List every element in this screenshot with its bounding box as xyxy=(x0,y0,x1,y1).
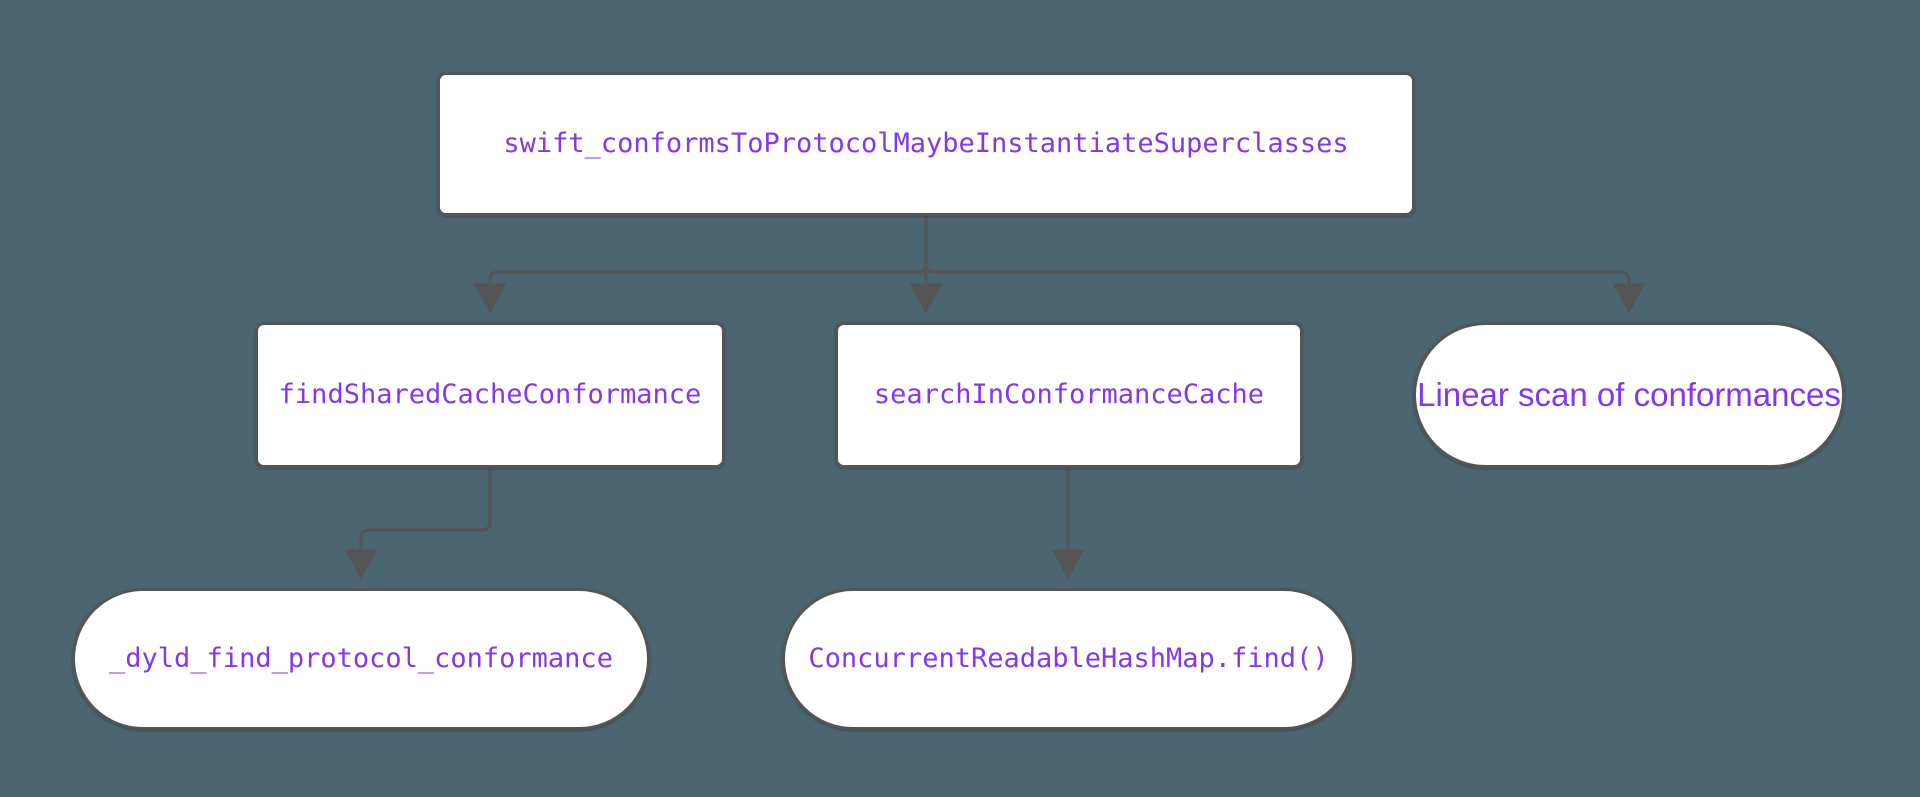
node-label: searchInConformanceCache xyxy=(873,379,1265,411)
node-label: findSharedCacheConformance xyxy=(278,379,702,411)
node-linear-scan-of-conformances[interactable]: Linear scan of conformances xyxy=(1413,322,1845,468)
node-dyld-find-protocol-conformance[interactable]: _dyld_find_protocol_conformance xyxy=(72,588,650,730)
edge-top-to-find-shared-cache xyxy=(473,216,928,314)
edge-find-shared-cache-to-dyld-find xyxy=(344,469,492,580)
node-label: _dyld_find_protocol_conformance xyxy=(109,643,613,675)
node-find-shared-cache-conformance[interactable]: findSharedCacheConformance xyxy=(255,322,725,468)
node-search-in-conformance-cache[interactable]: searchInConformanceCache xyxy=(835,322,1303,468)
node-label: ConcurrentReadableHashMap.find() xyxy=(808,643,1329,675)
node-label: Linear scan of conformances xyxy=(1417,376,1841,414)
node-swift-conforms-to-protocol[interactable]: swift_conformsToProtocolMaybeInstantiate… xyxy=(437,72,1415,216)
node-label: swift_conformsToProtocolMaybeInstantiate… xyxy=(503,128,1349,160)
edge-top-to-linear-scan xyxy=(924,216,1646,314)
node-concurrent-readable-hashmap-find[interactable]: ConcurrentReadableHashMap.find() xyxy=(782,588,1355,730)
